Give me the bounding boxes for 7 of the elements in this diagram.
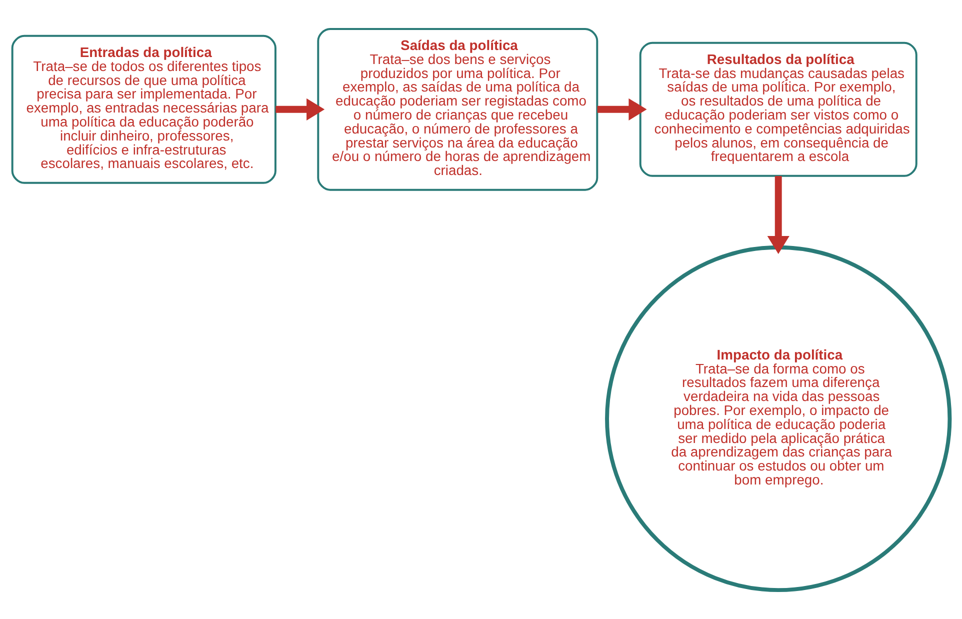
arrow (767, 176, 790, 254)
arrow (597, 98, 647, 120)
node-box: Entradas da política Trata–se de todos os diferentes tipos de recursos de que uma política precisa para ser implementada. Por exemplo, as entradas necessárias para uma política da educação poderão incluir dinheiro, professores, edifícios e infra-estruturas escolares, manuais escolares, etc. (11, 34, 276, 184)
node-box: Resultados da política Trata-se das mudanças causadas pelas saídas de uma política. Por exemplo, os resultados de uma política de educação poderiam ser vistos como o conhecimento e competências adquiridas pelos alunos, em consequência de frequentarem a escola (639, 42, 918, 177)
node-box: Saídas da política Trata–se dos bens e serviços produzidos por uma política. Por exemplo, as saídas de uma política da educação poderiam ser registadas como o número de crianças que recebeu educação, o número de professores a prestar serviços na área da educação e/ou o número de horas de aprendizagem criadas. (317, 28, 598, 191)
node-circle: Impacto da política Trata–se da forma como os resultados fazem uma diferença verdadeira na vida das pessoas pobres. Por exemplo, o impacto de uma política de educação poderia ser medido pela aplicação prática da aprendizagem das crianças para continuar os estudos ou obter um bom emprego. (605, 245, 952, 592)
arrow (276, 98, 325, 120)
